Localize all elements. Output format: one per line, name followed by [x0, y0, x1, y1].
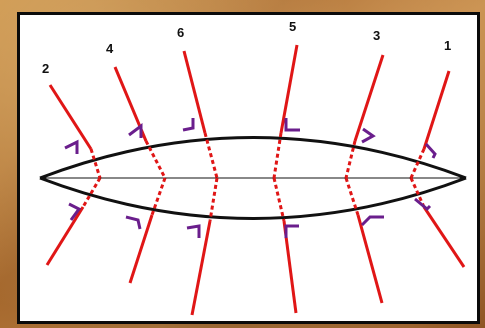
lens-bottom-edge: [39, 176, 467, 220]
line-4-lower: [128, 214, 154, 284]
diagram-canvas: 2 4 6 5 3 1: [20, 15, 477, 321]
line-3: [344, 54, 385, 304]
line-5-dotted-lower: [272, 177, 286, 222]
angle-marker-5-top: [284, 118, 300, 132]
line-2-dotted-lower: [81, 177, 102, 208]
angle-marker-2-top: [64, 139, 79, 154]
line-5-upper: [279, 44, 299, 134]
lens-diagram: 2 4 6 5 3 1: [39, 19, 467, 316]
line-3-upper: [353, 54, 385, 142]
angle-marker-3-top: [361, 127, 376, 144]
line-6-dotted-lower: [208, 177, 219, 222]
line-4: [113, 66, 167, 284]
angle-marker-5-bottom: [284, 224, 299, 238]
label-4: 4: [106, 41, 114, 56]
angle-marker-1-top: [424, 142, 437, 159]
line-2-lower: [45, 206, 85, 266]
line-6-lower: [190, 220, 212, 316]
angle-marker-6-top: [182, 118, 195, 132]
angle-markers: [64, 118, 437, 238]
line-1-upper: [422, 70, 451, 150]
line-3-lower: [356, 214, 384, 304]
line-2-upper: [48, 84, 93, 150]
line-3-dotted-upper: [344, 140, 357, 179]
angle-marker-3-bottom: [360, 215, 384, 227]
line-1-lower: [422, 206, 466, 268]
line-1-dotted-lower: [409, 177, 426, 208]
line-5: [272, 44, 299, 314]
diagram-frame: 2 4 6 5 3 1: [17, 12, 480, 324]
label-5: 5: [289, 19, 296, 34]
line-6: [182, 50, 219, 316]
lens-top-edge: [39, 136, 467, 180]
angle-marker-2-bottom: [68, 202, 82, 221]
line-6-upper: [182, 50, 207, 134]
line-6-dotted-upper: [203, 132, 219, 179]
line-2-dotted-upper: [89, 148, 102, 179]
label-2: 2: [42, 61, 49, 76]
angle-marker-4-top: [128, 123, 143, 138]
line-1: [409, 70, 466, 268]
label-6: 6: [177, 25, 184, 40]
angle-marker-4-bottom: [125, 215, 142, 230]
line-1-dotted-upper: [409, 148, 426, 179]
line-5-dotted-upper: [272, 132, 283, 179]
label-3: 3: [373, 28, 380, 43]
angle-marker-6-bottom: [186, 224, 201, 238]
line-2: [45, 84, 102, 266]
angle-marker-1-bottom: [414, 197, 432, 212]
label-1: 1: [444, 38, 451, 53]
